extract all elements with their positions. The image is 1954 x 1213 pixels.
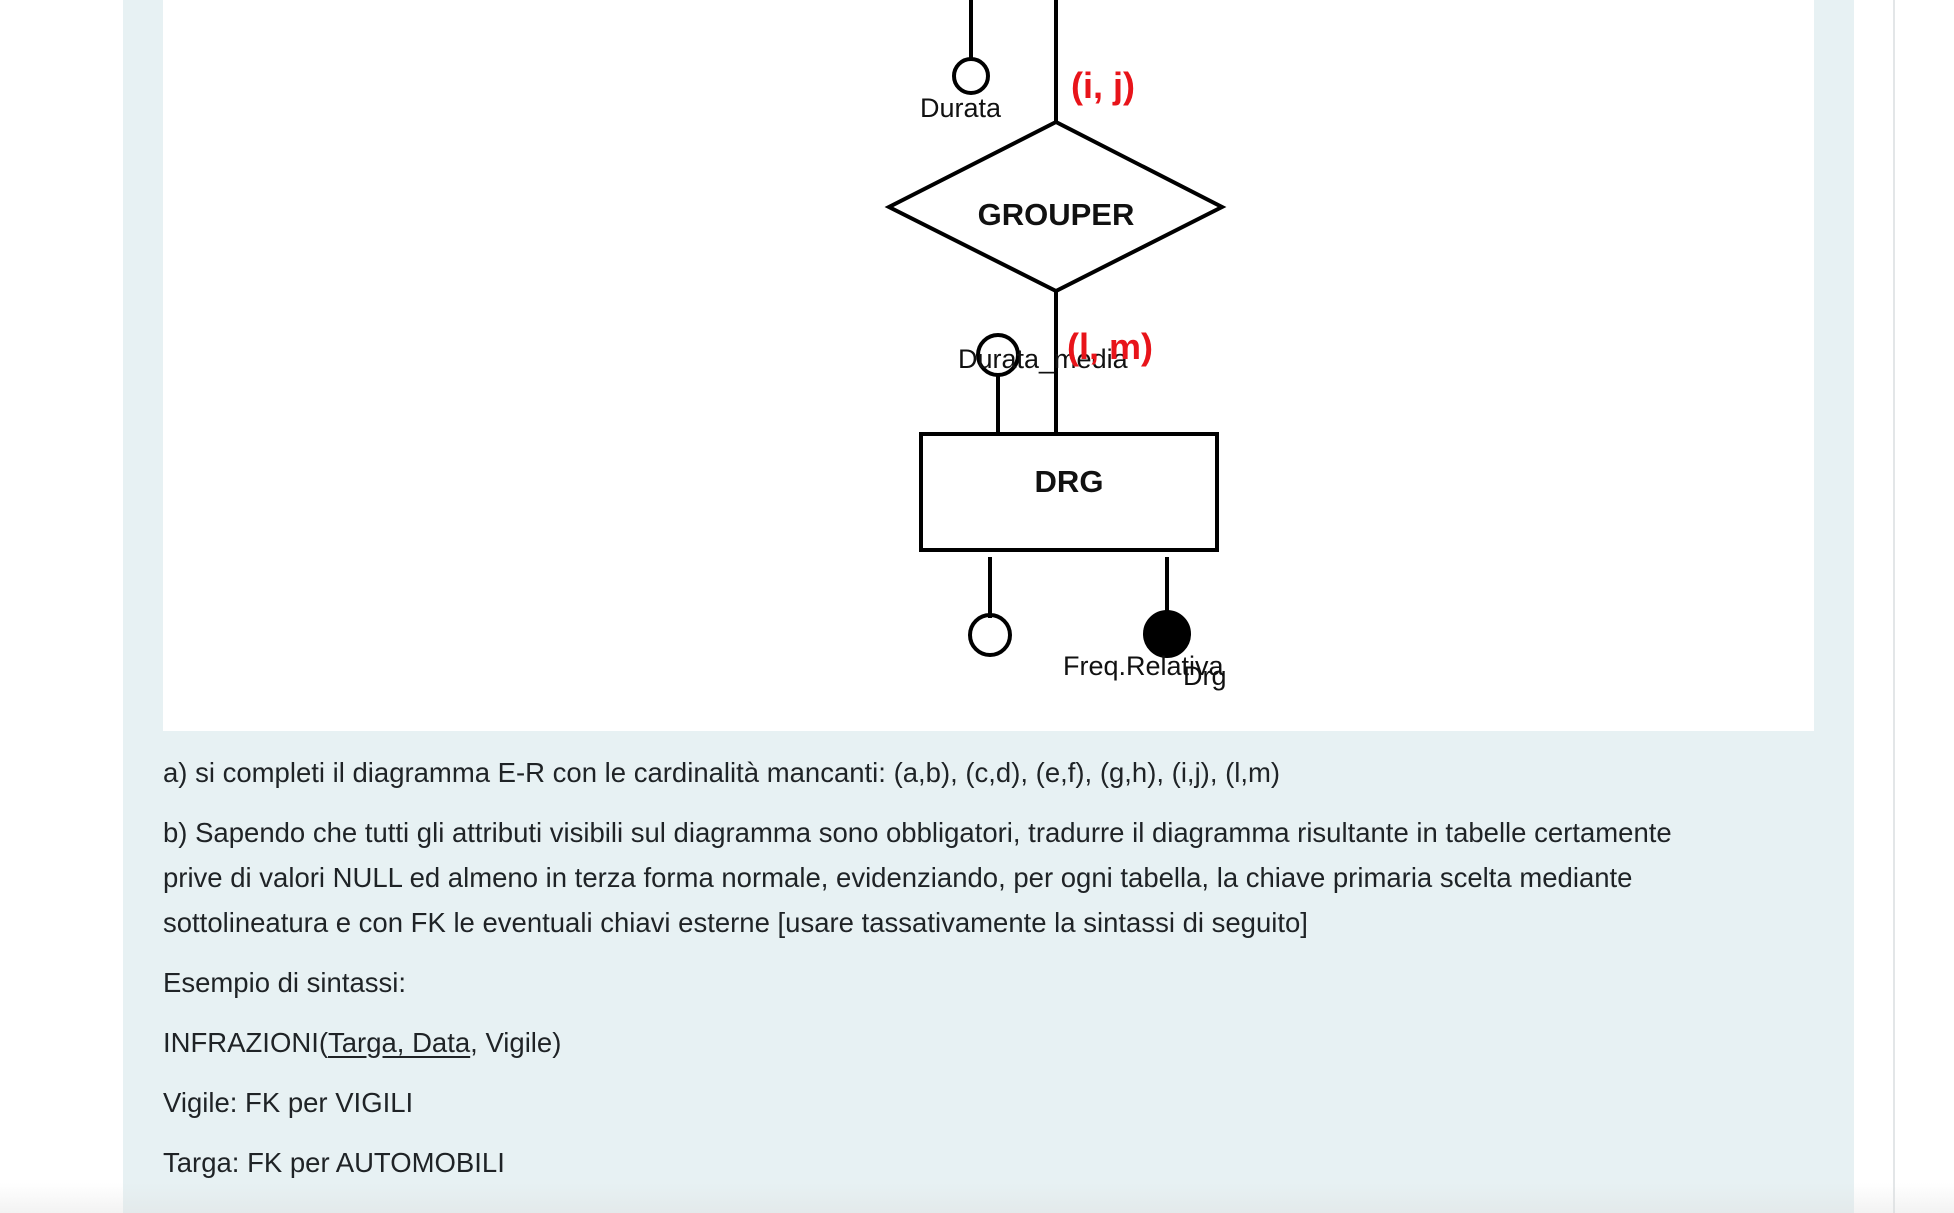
er-diagram: Durata (i, j) GROUPER Durata_media (l, m… <box>884 0 1227 691</box>
fk-line-vigile: Vigile: FK per VIGILI <box>163 1087 414 1118</box>
cardinality-lm: (l, m) <box>1067 326 1153 367</box>
durata-attribute-circle <box>952 57 990 95</box>
freq-relativa-attribute-circle <box>968 613 1012 657</box>
drg-key-attribute-label: Drg <box>1183 661 1227 691</box>
er-diagram-image: Durata (i, j) GROUPER Durata_media (l, m… <box>163 0 1814 731</box>
cardinality-ij: (i, j) <box>1071 65 1135 106</box>
question-b-line-3: sottolineatura e con FK le eventuali chi… <box>163 907 1308 938</box>
question-b-line-2: prive di valori NULL ed almeno in terza … <box>163 862 1633 893</box>
example-primary-key: Targa, Data <box>328 1027 471 1058</box>
drg-entity-box <box>919 432 1219 552</box>
fk-line-targa: Targa: FK per AUTOMOBILI <box>163 1147 505 1178</box>
durata-media-attribute-label: Durata_media <box>958 344 1129 374</box>
freq-relativa-attribute-label: Freq.Relativa <box>1063 651 1225 681</box>
question-b: b) Sapendo che tutti gli attributi visib… <box>163 810 1823 945</box>
example-syntax: INFRAZIONI(Targa, Data, Vigile) <box>163 1020 1823 1065</box>
drg-entity-label: DRG <box>1035 464 1104 499</box>
grouper-relationship-label: GROUPER <box>978 197 1135 232</box>
page-divider <box>1893 0 1895 1213</box>
durata-attribute-label: Durata <box>920 93 1002 123</box>
question-a: a) si completi il diagramma E-R con le c… <box>163 757 1281 788</box>
drg-key-attribute-circle <box>1143 610 1191 658</box>
example-table-name: INFRAZIONI( <box>163 1027 328 1058</box>
example-rest: , Vigile) <box>470 1027 562 1058</box>
example-heading: Esempio di sintassi: <box>163 967 407 998</box>
question-b-line-1: b) Sapendo che tutti gli attributi visib… <box>163 817 1672 848</box>
